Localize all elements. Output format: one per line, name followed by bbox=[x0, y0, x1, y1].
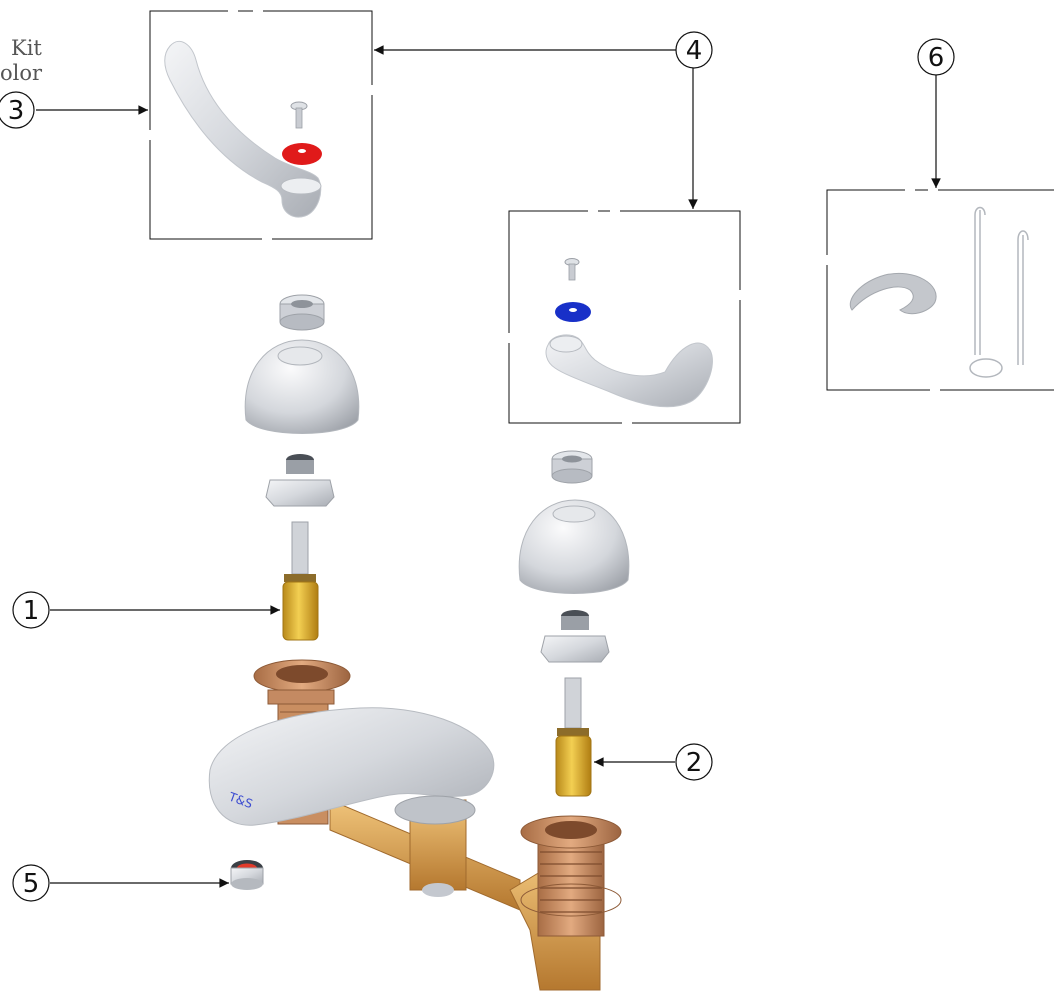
callout-6: 6 bbox=[917, 38, 955, 76]
wrist-blade-handle-icon bbox=[545, 334, 713, 408]
svg-text:1: 1 bbox=[23, 596, 40, 626]
cold-index-button-icon bbox=[555, 302, 591, 322]
callout-2: 2 bbox=[675, 743, 713, 781]
bonnet-nut-icon bbox=[279, 294, 325, 331]
pop-up-drain-icon bbox=[849, 206, 1029, 378]
kit-label-text: Kit bbox=[11, 36, 42, 60]
svg-text:4: 4 bbox=[686, 36, 703, 66]
aerator-icon bbox=[230, 860, 264, 890]
dome-bonnet-icon bbox=[244, 339, 360, 434]
cartridge-icon bbox=[555, 677, 592, 797]
svg-text:2: 2 bbox=[686, 748, 703, 778]
callout-5: 5 bbox=[12, 864, 50, 902]
faucet-spout-icon: T&S bbox=[208, 707, 495, 826]
svg-text:3: 3 bbox=[8, 96, 25, 126]
handle-screw-icon bbox=[290, 101, 308, 129]
dome-bonnet-icon bbox=[518, 499, 630, 594]
callout-1: 1 bbox=[12, 591, 50, 629]
cold-handle-frame bbox=[507, 209, 742, 425]
flange-icon bbox=[253, 659, 351, 705]
wrist-blade-handle-icon bbox=[164, 40, 322, 218]
cartridge-icon bbox=[282, 521, 319, 641]
callout-3: 3 bbox=[0, 91, 35, 129]
handle-screw-icon bbox=[564, 258, 580, 281]
svg-text:5: 5 bbox=[23, 869, 40, 899]
stem-adapter-icon bbox=[540, 610, 610, 663]
color-label-text: olor bbox=[0, 61, 43, 85]
callout-4: 4 bbox=[675, 31, 713, 69]
hot-index-button-icon bbox=[282, 143, 322, 165]
svg-text:6: 6 bbox=[928, 43, 945, 73]
stem-adapter-icon bbox=[265, 454, 335, 507]
drain-frame bbox=[825, 188, 1054, 392]
hot-handle-frame bbox=[148, 9, 374, 241]
bonnet-nut-icon bbox=[551, 450, 593, 484]
